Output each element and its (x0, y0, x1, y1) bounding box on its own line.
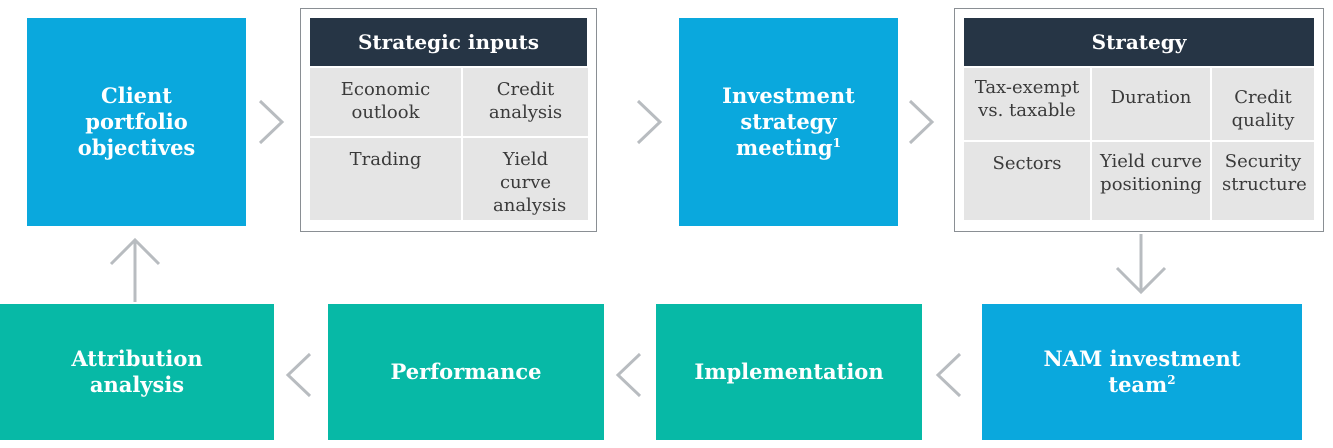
performance-box: Performance (328, 304, 604, 440)
strategic-input-cell: Economic outlook (310, 68, 461, 136)
implementation-label: Implementation (694, 359, 884, 384)
strategic-inputs-title: Strategic inputs (310, 18, 587, 66)
arrow-left-icon (930, 350, 970, 400)
arrow-right-icon (628, 97, 668, 147)
client-portfolio-objectives-box: Client portfolio objectives (27, 18, 246, 226)
client-portfolio-objectives-label: Client portfolio objectives (77, 83, 196, 160)
attribution-analysis-label: Attribution analysis (71, 346, 203, 397)
nam-investment-team-box: NAM investment team2 (982, 304, 1302, 440)
strategy-cell: Credit quality (1212, 68, 1314, 140)
strategy-cell: Tax-exempt vs. taxable (964, 68, 1090, 140)
strategy-cell: Duration (1092, 68, 1210, 140)
arrow-left-icon (280, 350, 320, 400)
arrow-up-icon (107, 234, 163, 304)
investment-strategy-meeting-label: Investment strategy meeting1 (722, 83, 855, 160)
strategy-title: Strategy (964, 18, 1314, 66)
arrow-left-icon (610, 350, 650, 400)
strategic-inputs-panel: Strategic inputs Economic outlook Credit… (300, 8, 597, 232)
arrow-right-icon (900, 97, 940, 147)
strategic-input-cell: Yield curve analysis (463, 138, 588, 220)
attribution-analysis-box: Attribution analysis (0, 304, 274, 440)
implementation-box: Implementation (656, 304, 922, 440)
strategy-cell: Security structure (1212, 142, 1314, 220)
strategic-input-cell: Credit analysis (463, 68, 588, 136)
strategy-cell: Sectors (964, 142, 1090, 220)
arrow-down-icon (1113, 232, 1169, 298)
strategy-panel: Strategy Tax-exempt vs. taxable Duration… (954, 8, 1324, 232)
nam-investment-team-label: NAM investment team2 (1043, 346, 1241, 397)
performance-label: Performance (390, 359, 542, 384)
strategic-input-cell: Trading (310, 138, 461, 220)
strategy-cell: Yield curve positioning (1092, 142, 1210, 220)
investment-strategy-meeting-box: Investment strategy meeting1 (679, 18, 898, 226)
footnote-1: 1 (832, 136, 841, 150)
arrow-right-icon (250, 97, 290, 147)
footnote-2: 2 (1167, 373, 1176, 387)
